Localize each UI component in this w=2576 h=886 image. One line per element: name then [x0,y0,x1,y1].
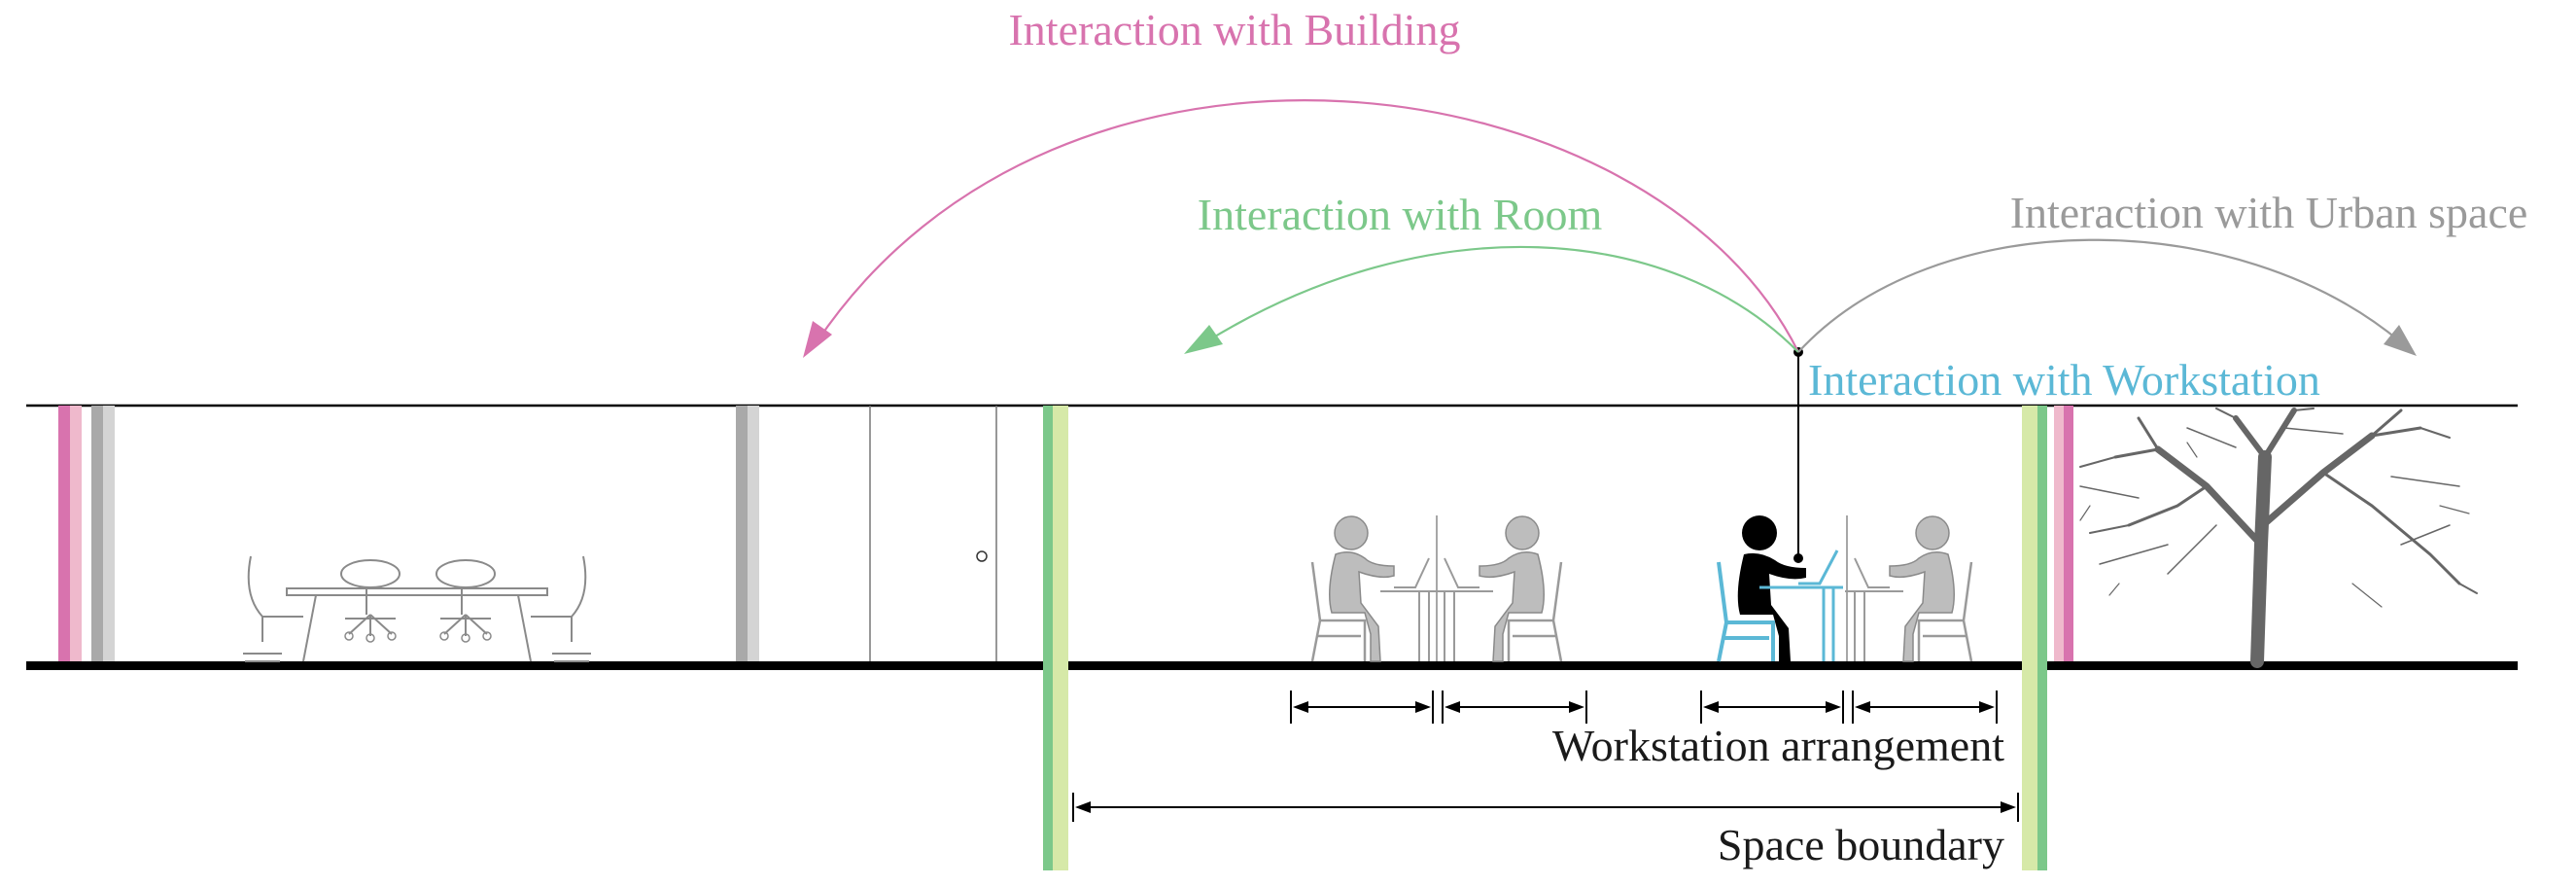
dimension-space-boundary [1072,793,2019,822]
workstation-person-3 [1845,516,1971,661]
label-interaction-room: Interaction with Room [1198,190,1603,239]
arc-room [1204,245,1799,353]
door-knob [976,550,988,562]
facade-urban-light-left [103,406,115,661]
workstation-person-1 [1310,514,1441,663]
room-boundary-left-dark [1043,406,1053,870]
arrow-building [803,321,832,358]
room-boundary-right-light [2022,406,2037,870]
room-boundary-left-light [1053,406,1068,870]
label-interaction-urban: Interaction with Urban space [2010,188,2528,237]
room-boundary-right-dark [2037,406,2047,870]
meeting-table-icon [243,555,591,662]
facade-building-layer-right [2064,406,2073,661]
label-workstation-arrangement: Workstation arrangement [1552,721,2004,770]
floor-slab [26,661,2518,670]
arc-building [816,99,1799,353]
facade-building-light-right [2054,406,2064,661]
arc-urban [1797,238,2402,353]
arrow-urban [2384,325,2417,356]
dimension-workstation-left [1290,691,1587,724]
person-at-desk-icon [1717,515,1843,662]
partition-wall-light [748,406,759,661]
arrow-room [1184,325,1223,354]
interaction-end-dot [1793,553,1803,563]
facade-urban-layer-left [91,406,103,661]
label-space-boundary: Space boundary [1718,820,2004,869]
workstation-person-2 [1435,516,1561,661]
facade-building-layer-left [58,406,70,661]
label-interaction-workstation: Interaction with Workstation [1808,355,2320,405]
tree-icon [2079,408,2478,668]
dimension-workstation-right [1700,691,1998,724]
label-interaction-building: Interaction with Building [1008,5,1460,54]
partition-wall [736,406,748,661]
facade-building-light-left [70,406,82,661]
